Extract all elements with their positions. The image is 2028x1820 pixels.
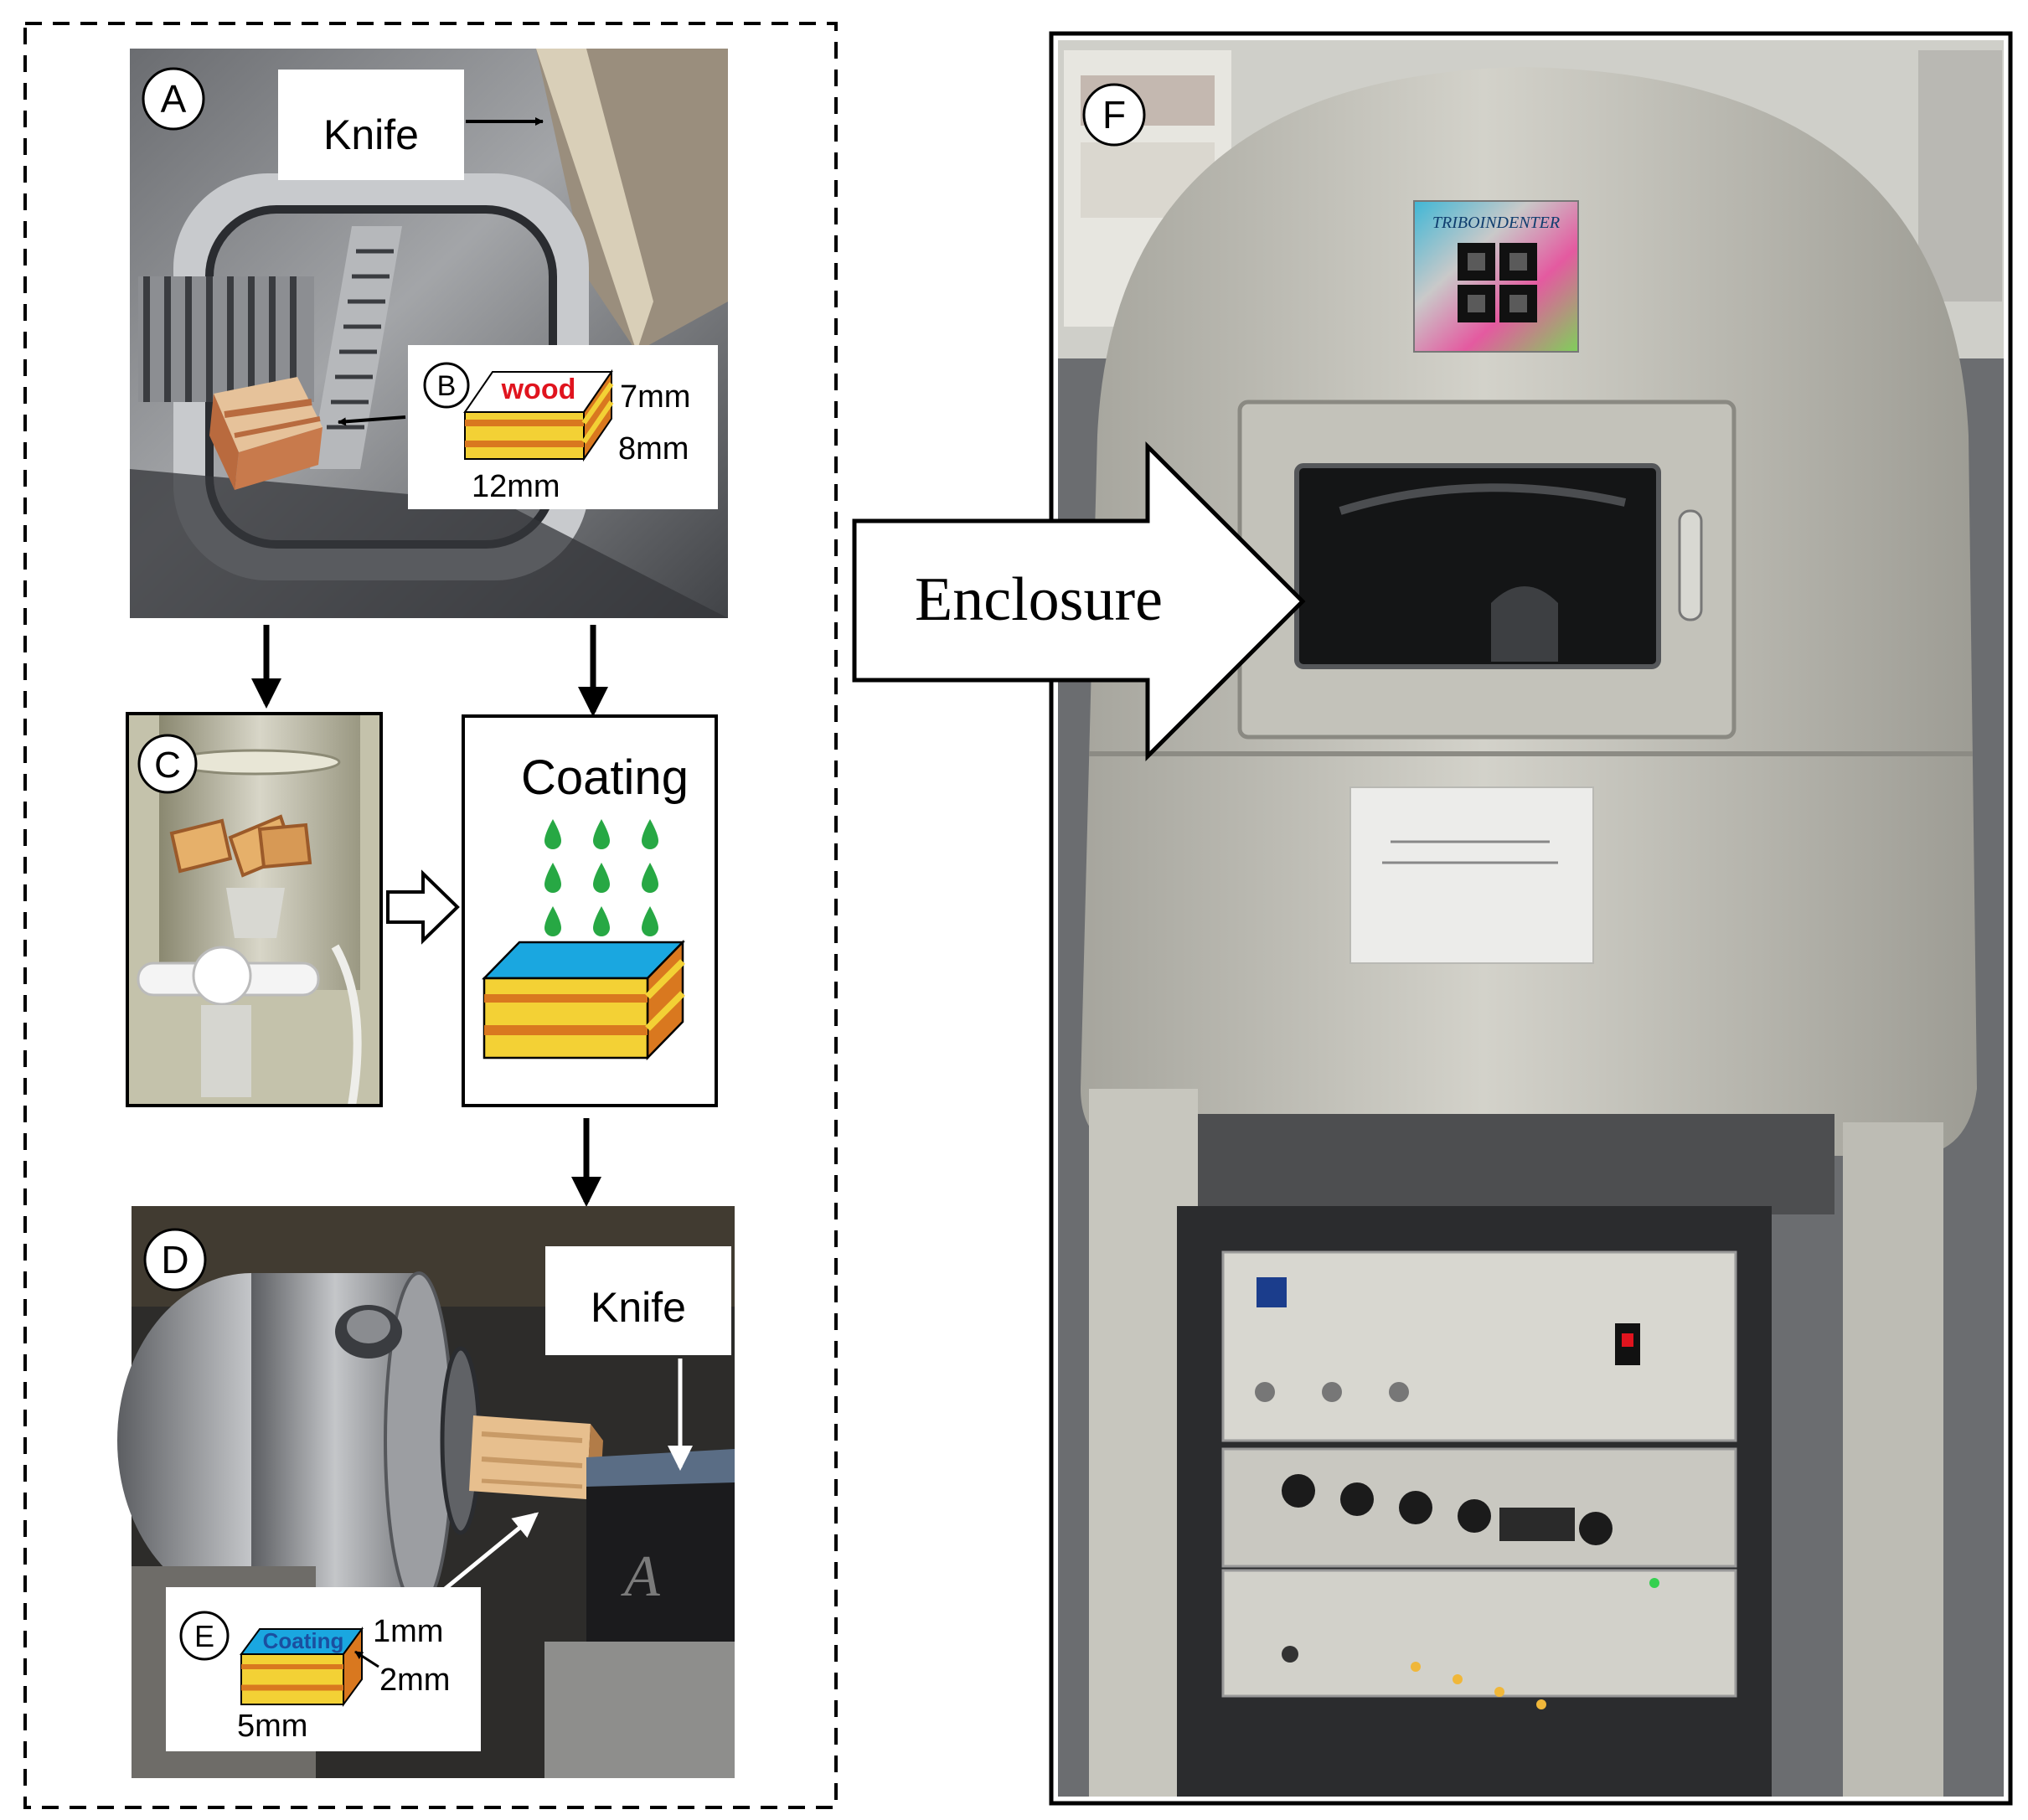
panel-f-letter: F [1102, 93, 1126, 137]
panel-a-knife-label: Knife [323, 111, 419, 158]
panel-a-label-badge: A [142, 67, 205, 131]
panel-e-inset: E Coating 1mm 2mm 5mm [166, 1512, 539, 1751]
enclosure-arrow: Enclosure [852, 441, 1306, 762]
panel-e-letter: E [194, 1619, 214, 1653]
panel-d-knife-label: Knife [591, 1284, 686, 1331]
panel-b-wood-block [463, 369, 614, 462]
panel-b-dim-height: 7mm [620, 379, 690, 415]
arrow-c-to-coating [386, 869, 460, 945]
left-dashed-frame [23, 22, 838, 1809]
panel-e-material-label: Coating [263, 1628, 344, 1653]
panel-b-dim-length: 12mm [472, 469, 560, 504]
panel-a-letter: A [161, 77, 187, 121]
enclosure-label: Enclosure [915, 565, 1163, 634]
panel-e-coated-block [240, 1626, 364, 1708]
panel-e-dim-top: 1mm [373, 1614, 443, 1649]
panel-b-inset: B wood 7mm 8mm 12mm [338, 345, 718, 509]
panel-c-letter: C [154, 745, 181, 786]
panel-a-wood-sample [209, 377, 323, 490]
coating-box: Coating [462, 714, 718, 1107]
panel-d-letter: D [161, 1238, 188, 1281]
coated-wood-block [482, 939, 685, 1061]
droplets [544, 819, 658, 936]
panel-e-dim-side: 2mm [379, 1663, 450, 1698]
coating-box-title: Coating [521, 750, 689, 805]
panel-c-frame [126, 712, 383, 1107]
panel-b-dim-depth: 8mm [618, 431, 689, 467]
panel-b-material-label: wood [501, 374, 576, 405]
panel-f-label-badge: F [1082, 83, 1146, 147]
triboindenter-brand-text: TRIBOINDENTER [1432, 214, 1560, 232]
panel-d-label-badge: D [143, 1228, 207, 1292]
knife-brand-script: A [621, 1544, 660, 1609]
panel-c-label-badge: C [137, 734, 198, 794]
panel-e-dim-length: 5mm [237, 1709, 307, 1744]
triboindenter-badge: TRIBOINDENTER [1413, 200, 1579, 353]
panel-a-knife-callout: Knife [278, 70, 544, 180]
panel-f-photo: TRIBOINDENTER [1058, 40, 2004, 1797]
panel-b-letter: B [437, 370, 457, 402]
panel-d-knife-callout: Knife [545, 1246, 731, 1471]
